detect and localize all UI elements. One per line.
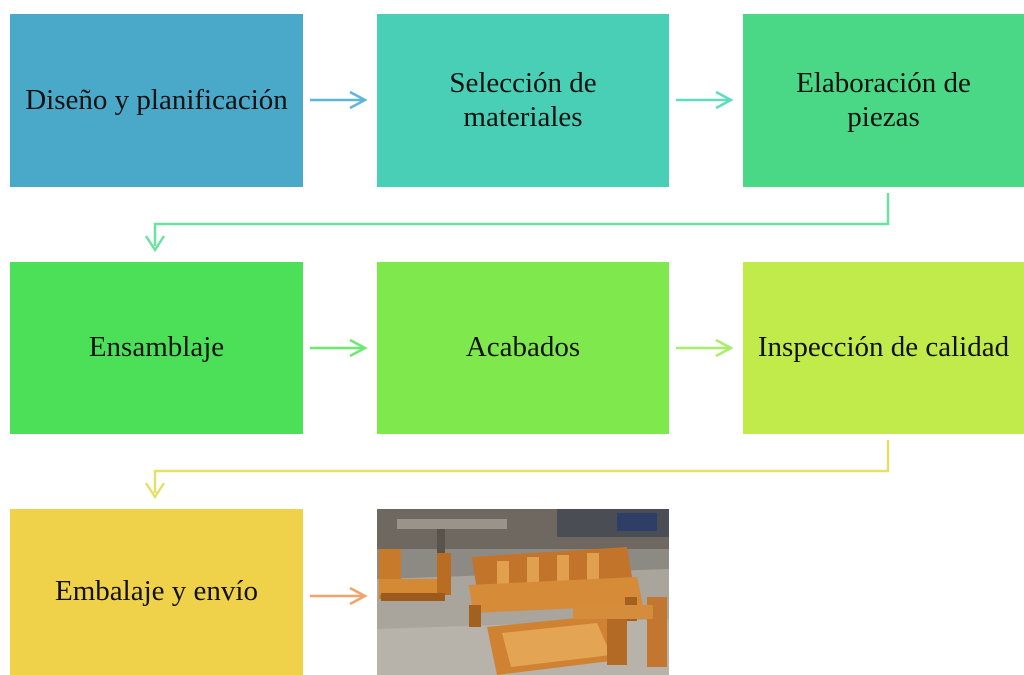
step-packaging-shipping: Embalaje y envío [10, 509, 303, 675]
wrap-arrow-6-to-7 [144, 440, 890, 500]
step-assembly: Ensamblaje [10, 262, 303, 434]
step-label: Acabados [465, 331, 581, 364]
step-material-selection: Selección de materiales [377, 14, 669, 187]
step-parts-fabrication: Elaboración de piezas [743, 14, 1024, 187]
step-label: Selección de materiales [449, 66, 597, 133]
step-label: Ensamblaje [88, 331, 225, 364]
workshop-furniture-photo [377, 509, 669, 675]
arrow-7-to-photo [310, 586, 368, 606]
step-label: Elaboración de piezas [796, 66, 971, 133]
step-label: Diseño y planificación [25, 83, 288, 116]
wrap-arrow-3-to-4 [144, 193, 890, 253]
arrow-1-to-2 [310, 90, 368, 110]
step-label: Embalaje y envío [55, 575, 258, 608]
step-design-planning: Diseño y planificación [10, 14, 303, 187]
arrow-5-to-6 [676, 338, 734, 358]
step-finishing: Acabados [377, 262, 669, 434]
arrow-4-to-5 [310, 338, 368, 358]
step-quality-inspection: Inspección de calidad [743, 262, 1024, 434]
step-label: Inspección de calidad [757, 331, 1010, 364]
arrow-2-to-3 [676, 90, 734, 110]
